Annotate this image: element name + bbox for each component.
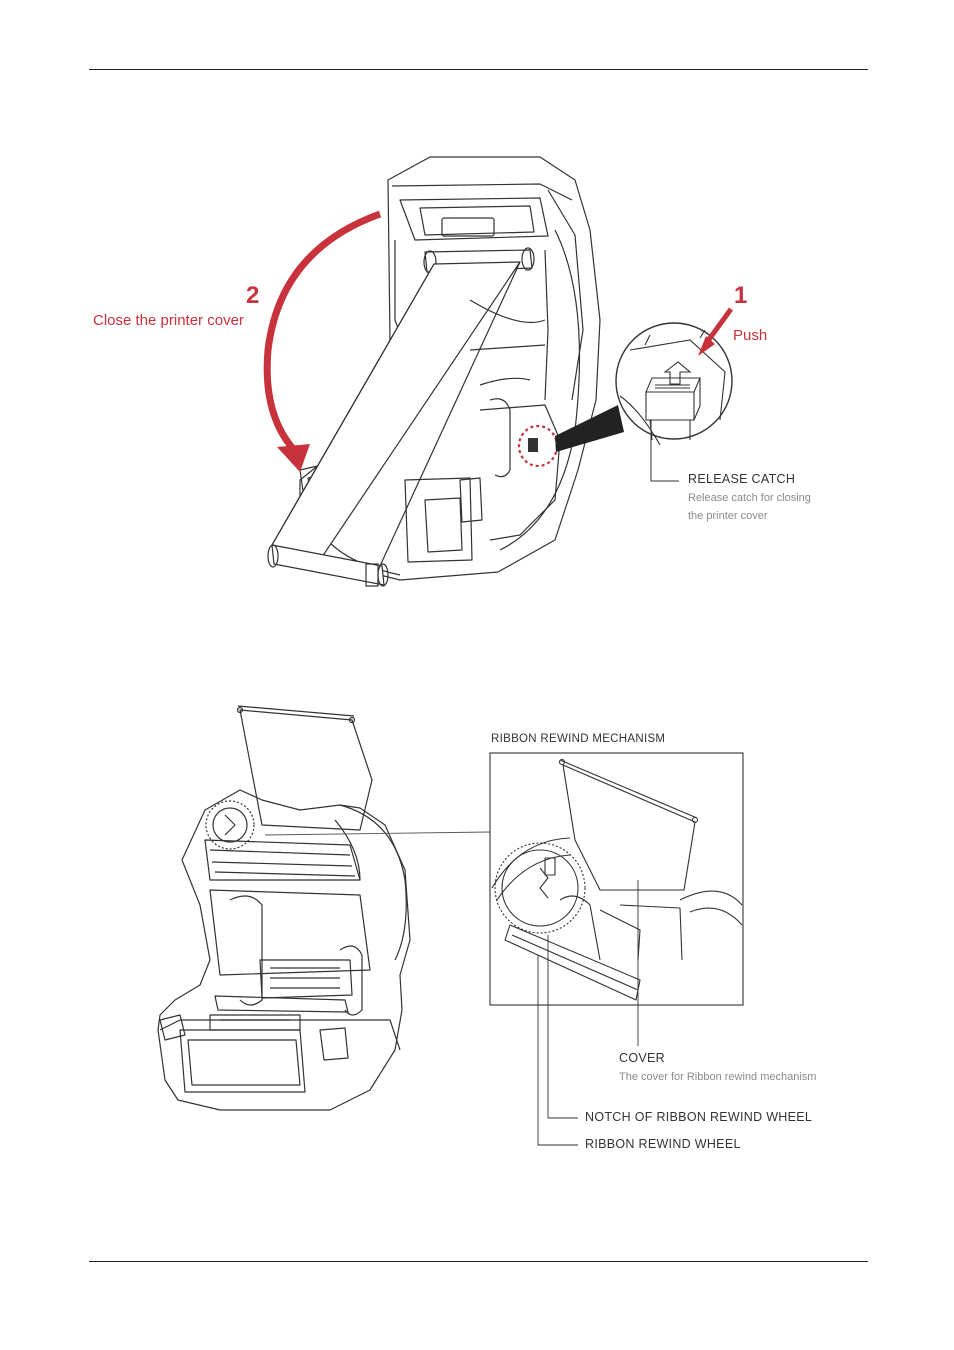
ribbon-rewind-mechanism-label: RIBBON REWIND MECHANISM xyxy=(491,733,666,745)
step2-number: 2 xyxy=(246,282,260,309)
step1-text: Push xyxy=(733,327,768,344)
notch-label: NOTCH OF RIBBON REWIND WHEEL xyxy=(585,1110,813,1124)
release-catch-title: RELEASE CATCH xyxy=(688,472,796,486)
close-cover-arrow xyxy=(263,210,382,459)
release-catch-desc-1: Release catch for closing xyxy=(688,492,811,504)
step2-text: Close the printer cover xyxy=(93,312,244,329)
rewind-wheel-inset xyxy=(494,842,586,934)
rewind-cover xyxy=(239,709,373,831)
step1-number: 1 xyxy=(734,282,748,309)
wheel-label: RIBBON REWIND WHEEL xyxy=(585,1137,741,1151)
footer-rule xyxy=(89,1261,868,1262)
supply-roll xyxy=(271,544,385,586)
printer-body-outline-2 xyxy=(157,789,411,1111)
cover-title: COVER xyxy=(619,1051,665,1065)
cover-desc: The cover for Ribbon rewind mechanism xyxy=(619,1071,817,1083)
header-rule xyxy=(89,69,868,70)
rewind-wheel-small xyxy=(205,800,255,850)
release-catch-desc-2: the printer cover xyxy=(688,510,768,522)
